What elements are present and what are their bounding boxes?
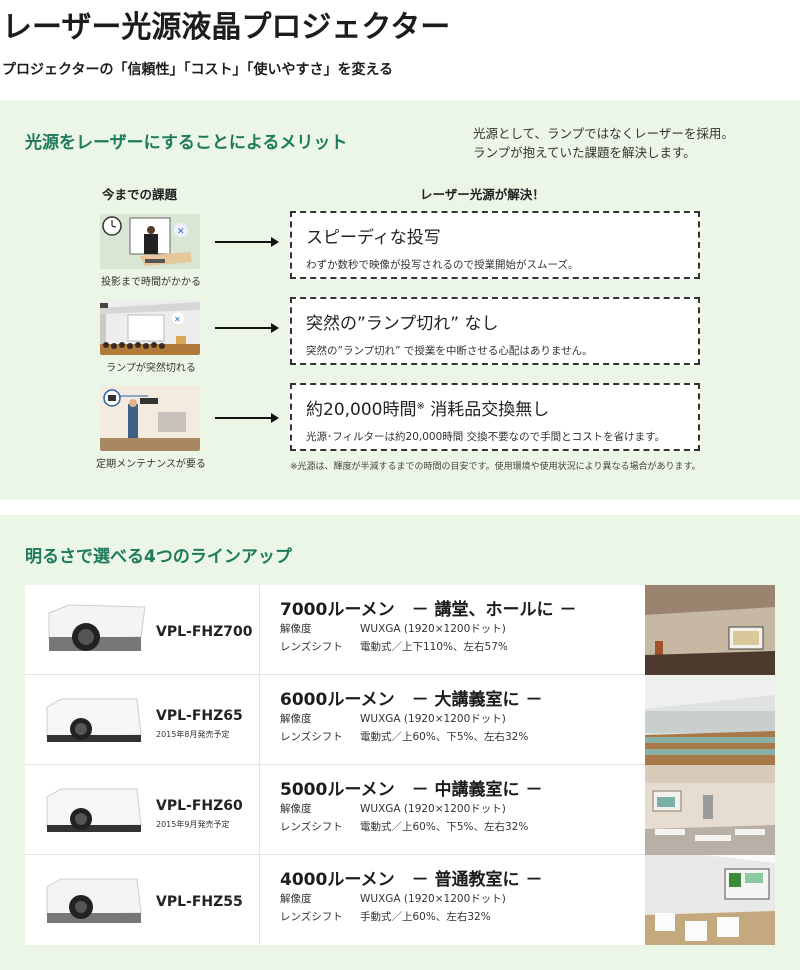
model-cell: VPL-FHZ55 [25,855,260,945]
spec-lens-shift: レンズシフト 電動式／上60%、下5%、左右32% [280,728,640,746]
spec-label: 解像度 [280,713,312,725]
spec-label: 解像度 [280,893,312,905]
release-date: 2015年9月発売予定 [156,820,230,829]
svg-text:✕: ✕ [174,315,181,324]
solution-description: わずか数秒で映像が投写されるので授業開始がスムーズ。 [306,259,579,271]
lineup-row: VPL-FHZ55 4000ルーメン － 普通教室に － 解像度 WUXGA (1… [25,855,775,945]
lineup-row: VPL-FHZ700 7000ルーメン － 講堂、ホールに － 解像度 WUXGA… [25,585,775,675]
spec-value: WUXGA (1920×1200ドット) [360,893,506,905]
medium-lecture-room-photo [645,765,775,855]
spec-label: レンズシフト [280,821,343,833]
lineup-heading: 明るさで選べる4つのラインアップ [25,547,292,567]
merits-heading: 光源をレーザーにすることによるメリット [25,133,348,153]
lumen-title: 7000ルーメン － 講堂、ホールに － [280,600,577,620]
maintenance-worker-illustration [100,386,200,451]
release-date: 2015年8月発売予定 [156,730,230,739]
arrow-right-icon [215,323,279,333]
model-name: VPL-FHZ700 [156,624,253,640]
solution-box: 突然の”ランプ切れ” なし 突然の”ランプ切れ” で授業を中断させる心配はありま… [290,297,700,365]
spec-cell: 5000ルーメン － 中講義室に － 解像度 WUXGA (1920×1200ドッ… [280,775,640,836]
lumen-title: 5000ルーメン － 中講義室に － [280,780,543,800]
merits-intro: 光源として、ランプではなくレーザーを採用。 ランプが抱えていた課題を解決します。 [473,124,734,162]
spec-label: レンズシフト [280,731,343,743]
lineup-section: 明るさで選べる4つのラインアップ VPL-FHZ700 7000ルーメン － 講… [0,515,800,970]
model-cell: VPL-FHZ700 [25,585,260,674]
spec-cell: 7000ルーメン － 講堂、ホールに － 解像度 WUXGA (1920×1200… [280,595,640,656]
lineup-table: VPL-FHZ700 7000ルーメン － 講堂、ホールに － 解像度 WUXGA… [25,585,775,945]
projector-image [46,788,142,832]
spec-resolution: 解像度 WUXGA (1920×1200ドット) [280,890,640,908]
spec-resolution: 解像度 WUXGA (1920×1200ドット) [280,800,640,818]
spec-value: 電動式／上60%、下5%、左右32% [360,731,529,743]
lineup-row: VPL-FHZ65 2015年8月発売予定 6000ルーメン － 大講義室に －… [25,675,775,765]
model-cell: VPL-FHZ60 2015年9月発売予定 [25,765,260,854]
spec-resolution: 解像度 WUXGA (1920×1200ドット) [280,620,640,638]
solution-title: スピーディな投写 [306,228,441,248]
spec-label: 解像度 [280,623,312,635]
solution-box: 約20,000時間※ 消耗品交換無し 光源･フィルターは約20,000時間 交換… [290,383,700,451]
problem-caption: 定期メンテナンスが要る [96,459,206,470]
auditorium-photo [645,585,775,675]
problems-column-heading: 今までの課題 [102,187,178,202]
merit-row: 定期メンテナンスが要る 約20,000時間※ 消耗品交換無し 光源･フィルターは… [0,383,800,471]
spec-value: 手動式／上60%、左右32% [360,911,491,923]
solutions-column-heading: レーザー光源が解決！ [420,187,545,202]
svg-text:✕: ✕ [177,227,185,237]
merit-row: ✕ 投影まで時間がかかる スピーディな投写 わずか数秒で映像が投写されるので授業… [0,211,800,299]
lumen-title: 4000ルーメン － 普通教室に － [280,870,543,890]
spec-lens-shift: レンズシフト 電動式／上下110%、左右57% [280,638,640,656]
problem-caption: ランプが突然切れる [106,363,196,374]
projector-image [48,604,145,651]
solution-title: 突然の”ランプ切れ” なし [306,314,499,334]
problem-caption: 投影まで時間がかかる [101,277,201,288]
spec-value: 電動式／上下110%、左右57% [360,641,508,653]
solution-box: スピーディな投写 わずか数秒で映像が投写されるので授業開始がスムーズ。 [290,211,700,279]
spec-value: WUXGA (1920×1200ドット) [360,803,506,815]
solution-title: 約20,000時間※ 消耗品交換無し [306,395,684,420]
solution-title-suffix: 消耗品交換無し [424,400,550,420]
large-lecture-room-photo [645,675,775,765]
lecture-hall-lamp-failure-illustration: ✕ [100,300,200,355]
projector-image [46,698,142,742]
footnote-mark: ※ [416,401,425,412]
intro-line-1: 光源として、ランプではなくレーザーを採用。 [473,126,734,141]
model-cell: VPL-FHZ65 2015年8月発売予定 [25,675,260,764]
solution-description: 光源･フィルターは約20,000時間 交換不要なので手間とコストを省けます。 [306,431,666,443]
merits-section: 光源をレーザーにすることによるメリット 光源として、ランプではなくレーザーを採用… [0,100,800,500]
intro-line-2: ランプが抱えていた課題を解決します。 [473,145,696,160]
projector-image [46,878,142,923]
solution-description: 突然の”ランプ切れ” で授業を中断させる心配はありません。 [306,345,593,357]
spec-label: レンズシフト [280,641,343,653]
spec-value: WUXGA (1920×1200ドット) [360,713,506,725]
spec-lens-shift: レンズシフト 手動式／上60%、左右32% [280,908,640,926]
spec-cell: 6000ルーメン － 大講義室に － 解像度 WUXGA (1920×1200ドッ… [280,685,640,746]
model-name: VPL-FHZ55 [156,894,243,910]
spec-value: 電動式／上60%、下5%、左右32% [360,821,529,833]
merit-row: ✕ ランプが突然切れる 突然の”ランプ切れ” なし 突然の”ランプ切れ” で授業… [0,297,800,385]
arrow-right-icon [215,237,279,247]
footnote: ※光源は、輝度が半減するまでの時間の目安です。使用環境や使用状況により異なる場合… [290,462,701,472]
spec-resolution: 解像度 WUXGA (1920×1200ドット) [280,710,640,728]
lumen-title: 6000ルーメン － 大講義室に － [280,690,543,710]
page-title: レーザー光源液晶プロジェクター [2,10,451,45]
classroom-photo [645,855,775,945]
lineup-row: VPL-FHZ60 2015年9月発売予定 5000ルーメン － 中講義室に －… [25,765,775,855]
spec-cell: 4000ルーメン － 普通教室に － 解像度 WUXGA (1920×1200ドッ… [280,865,640,926]
page-subtitle: プロジェクターの「信頼性」「コスト」「使いやすさ」を変える [2,62,394,78]
spec-lens-shift: レンズシフト 電動式／上60%、下5%、左右32% [280,818,640,836]
spec-label: 解像度 [280,803,312,815]
spec-value: WUXGA (1920×1200ドット) [360,623,506,635]
arrow-right-icon [215,413,279,423]
solution-title-main: 約20,000時間 [306,400,417,420]
model-name: VPL-FHZ65 [156,708,243,724]
presenter-waiting-clock-illustration: ✕ [100,214,200,269]
spec-label: レンズシフト [280,911,343,923]
model-name: VPL-FHZ60 [156,798,243,814]
